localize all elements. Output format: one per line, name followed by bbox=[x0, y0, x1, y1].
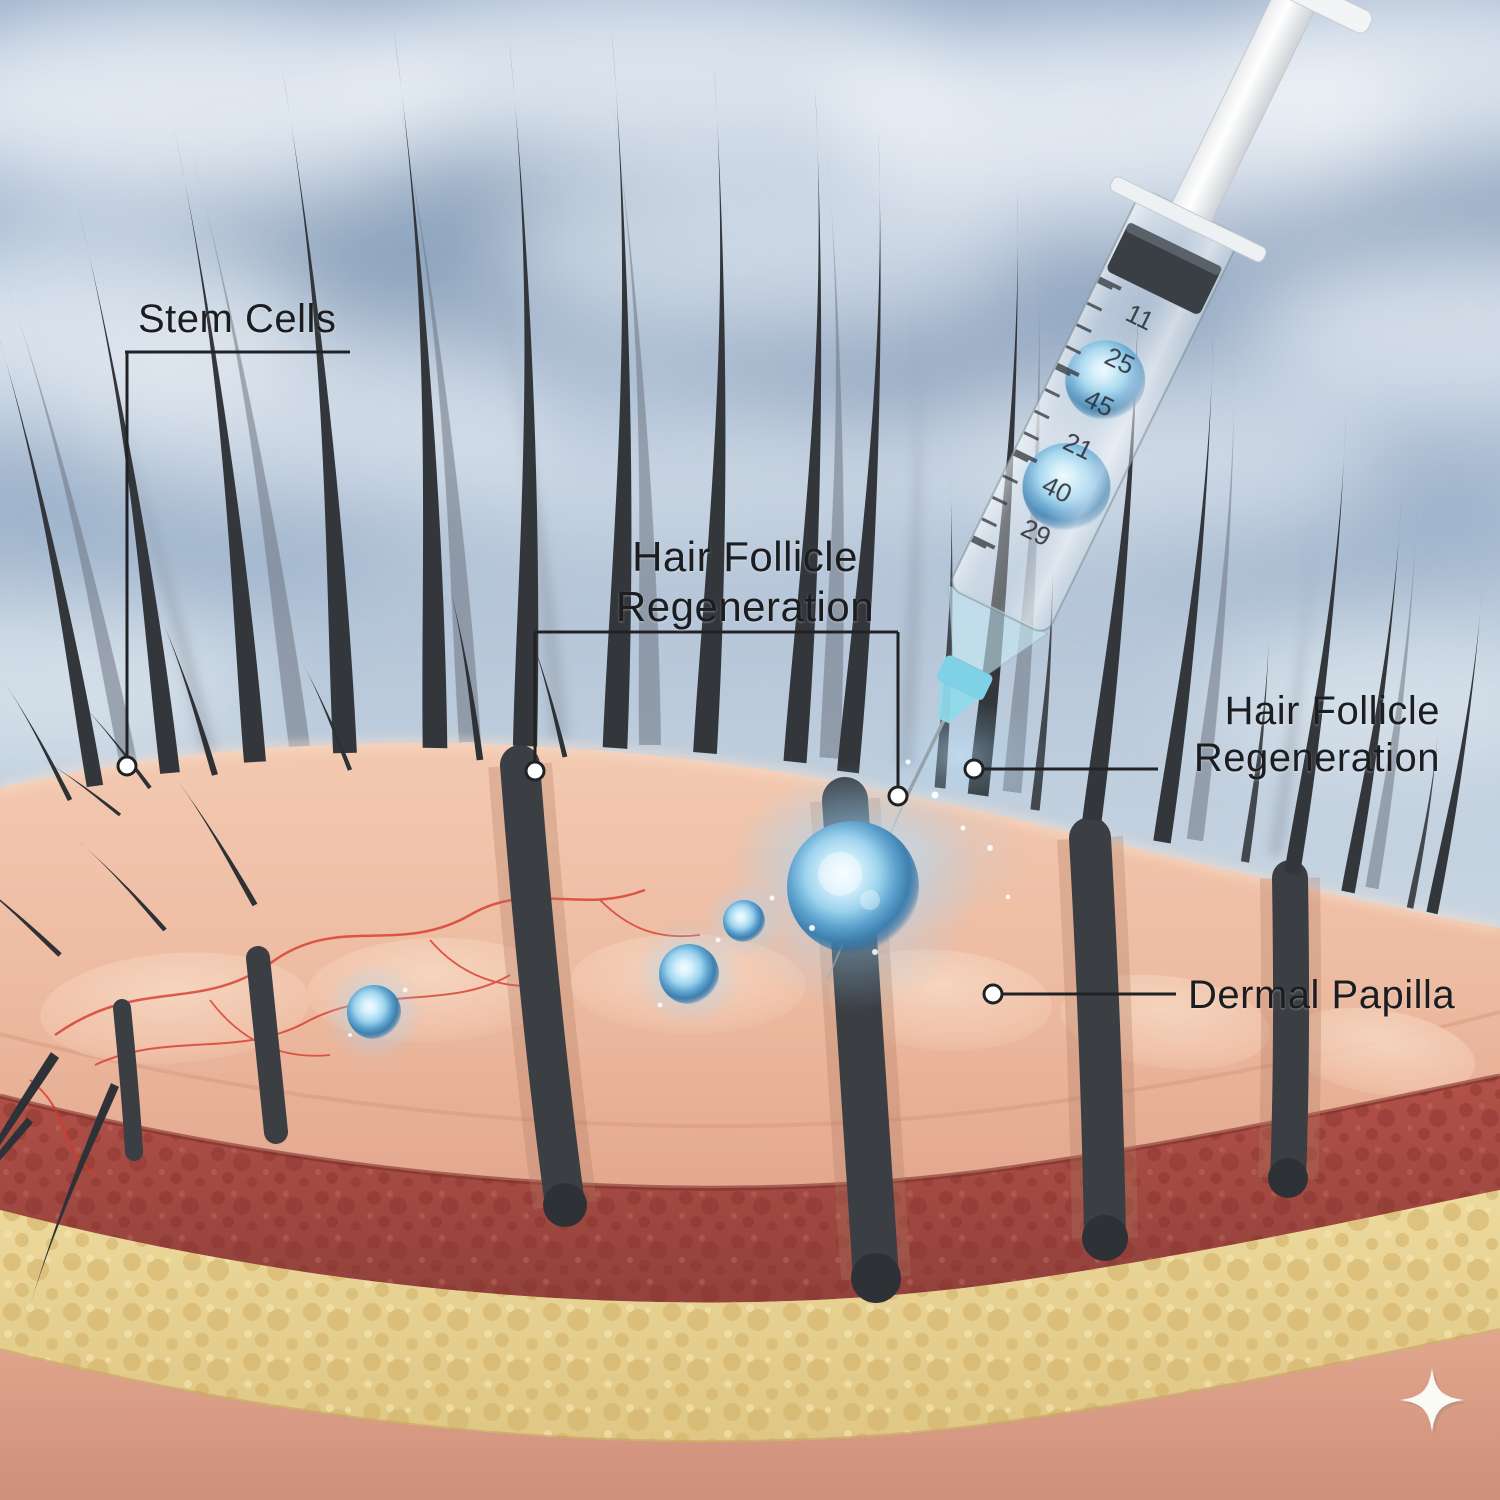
stem-cell-small bbox=[723, 900, 765, 942]
follicle-roots bbox=[113, 745, 1322, 1303]
follicle-right-line1: Hair Follicle bbox=[1224, 689, 1440, 733]
luer-collar bbox=[936, 655, 993, 701]
leader-lines bbox=[125, 350, 1176, 996]
follicle-root bbox=[1069, 817, 1126, 1259]
label-hair-follicle-regeneration-right: Hair Follicle Regeneration bbox=[1135, 688, 1440, 782]
follicle-root bbox=[113, 999, 143, 1161]
needle-hub bbox=[938, 681, 977, 724]
label-dermal-papilla: Dermal Papilla bbox=[1188, 972, 1455, 1019]
sparkle-particles bbox=[348, 759, 1011, 1037]
follicle-root bbox=[1270, 860, 1310, 1196]
stem-cell-medium bbox=[659, 944, 719, 1004]
stem-cells-group bbox=[324, 762, 978, 1062]
follicle-left-endpoint bbox=[524, 760, 546, 782]
label-stem-cells: Stem Cells bbox=[138, 296, 336, 343]
needle bbox=[901, 716, 947, 805]
follicle-right-label-endpoint bbox=[963, 758, 985, 780]
sky-clouds bbox=[0, 0, 1500, 775]
stem-cell-left bbox=[347, 985, 401, 1039]
stem-cells-endpoint bbox=[116, 755, 138, 777]
follicle-root bbox=[246, 946, 288, 1144]
label-hair-follicle-regeneration-center: Hair Follicle Regeneration bbox=[565, 532, 925, 631]
follicle-bulbs bbox=[543, 1158, 1308, 1303]
stem-cells-text: Stem Cells bbox=[138, 297, 337, 341]
plunger-seal bbox=[1107, 223, 1221, 314]
dermal-papilla-text: Dermal Papilla bbox=[1188, 973, 1456, 1017]
follicle-center-line1: Hair Follicle bbox=[632, 533, 858, 580]
follicle-root bbox=[500, 745, 585, 1225]
syringe: 11 25 45 21 40 29 bbox=[901, 0, 1373, 805]
follicle-right-line2: Regeneration bbox=[1193, 736, 1440, 781]
stem-cell-large bbox=[787, 821, 919, 953]
follicle-right-endpoint bbox=[887, 785, 909, 807]
dermal-papilla-endpoint bbox=[982, 983, 1004, 1005]
subcutis-layer bbox=[0, 1330, 1500, 1500]
plunger-thumb-rest bbox=[1226, 0, 1373, 34]
follicle-center-line2: Regeneration bbox=[615, 582, 875, 630]
leader-endpoints bbox=[116, 755, 1004, 1005]
